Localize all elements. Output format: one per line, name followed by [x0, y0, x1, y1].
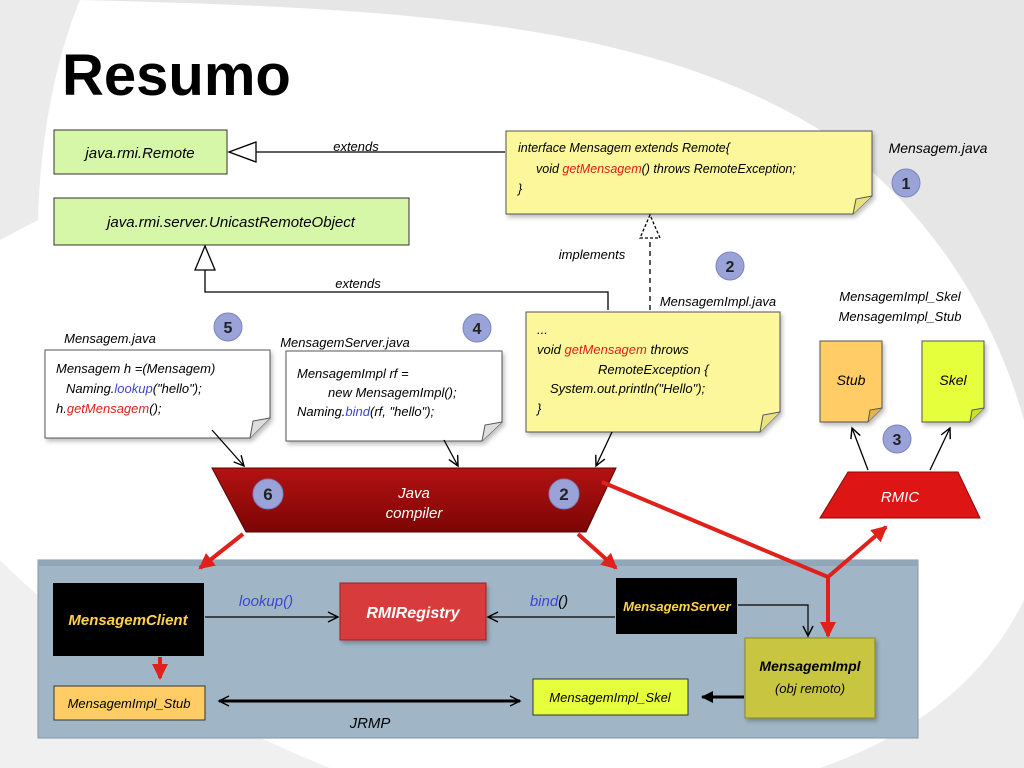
compiler-to-client-arrow [198, 532, 245, 570]
mensagem-impl-sublabel: (obj remoto) [775, 681, 845, 696]
class-remote-label: java.rmi.Remote [83, 145, 194, 162]
mensagem-client-label: MensagemClient [68, 612, 188, 629]
class-remote: java.rmi.Remote [53, 129, 228, 175]
client-note-line-1: Mensagem h =(Mensagem) [56, 361, 215, 376]
inheritance-triangle-remote [227, 141, 257, 163]
server-note [285, 350, 503, 442]
bind-label: bind() [530, 593, 568, 610]
impl-to-rmic-arrow [826, 525, 888, 579]
inheritance-triangle-unicast [194, 244, 216, 271]
impl-note-line-5: } [535, 401, 542, 416]
extends-label-mid: extends [335, 276, 381, 291]
server-note-line-1: MensagemImpl rf = [297, 366, 409, 381]
step-2-badge: 2 [715, 251, 745, 281]
mensagem-server: MensagemServer [616, 578, 737, 634]
client-note [44, 349, 271, 439]
java-compiler: Java compiler [211, 467, 617, 533]
mensagem-impl: MensagemImpl (obj remoto) [744, 637, 876, 719]
compiler-to-impl-arrow [601, 480, 829, 579]
svg-text:5: 5 [224, 320, 233, 337]
svg-text:1: 1 [902, 176, 911, 193]
mensagem-impl-skel: MensagemImpl_Skel [532, 678, 689, 716]
rmi-registry-label: RMIRegistry [366, 605, 460, 622]
rmic-tool: RMIC [819, 471, 981, 519]
interface-line-2: void getMensagem() throws RemoteExceptio… [536, 162, 796, 176]
lookup-label: lookup() [239, 593, 293, 610]
step-1-badge: 1 [891, 168, 921, 198]
client-note-line-3: h.getMensagem(); [56, 401, 162, 416]
mensagem-client: MensagemClient [53, 583, 204, 656]
server-note-line-3: Naming.bind(rf, "hello"); [297, 404, 435, 419]
implements-triangle [639, 213, 661, 239]
stub-document [819, 340, 883, 423]
mensagem-java-client-label: Mensagem.java [64, 331, 156, 346]
interface-note [505, 130, 873, 215]
skel-file-label: MensagemImpl_Skel [839, 289, 961, 304]
rmic-to-stub-arrow [850, 426, 869, 471]
rmi-registry: RMIRegistry [339, 582, 487, 641]
client-note-to-compiler-arrow [211, 429, 246, 468]
step-5-badge: 5 [213, 312, 243, 342]
client-note-line-2: Naming.lookup("hello"); [66, 381, 202, 396]
mensagem-java-label: Mensagem.java [889, 140, 988, 156]
rmic-label: RMIC [881, 489, 919, 506]
compiler-label-2: compiler [386, 505, 444, 522]
impl-note-to-compiler-arrow [595, 431, 613, 468]
skel-document [921, 340, 985, 423]
compiler-label-1: Java [397, 485, 430, 502]
svg-text:3: 3 [893, 432, 902, 449]
compiler-to-server-arrow [576, 532, 618, 570]
step-6-badge: 6 [252, 478, 284, 510]
impl-note [525, 311, 781, 433]
server-note-line-2: new MensagemImpl(); [328, 385, 457, 400]
stub-file-label: MensagemImpl_Stub [839, 309, 962, 324]
mensagem-impl-stub: MensagemImpl_Stub [53, 685, 206, 721]
runtime-panel-top-edge [38, 560, 918, 566]
slide-title: Resumo [62, 43, 291, 108]
extends-line-mid [204, 270, 609, 310]
rmic-to-skel-arrow [929, 426, 951, 471]
svg-text:2: 2 [559, 485, 568, 504]
class-unicast-label: java.rmi.server.UnicastRemoteObject [105, 214, 356, 231]
server-to-impl-arrow [738, 604, 814, 638]
mensagem-impl-java-label: MensagemImpl.java [660, 294, 776, 309]
step-4-badge: 4 [462, 313, 492, 343]
svg-text:6: 6 [263, 485, 272, 504]
impl-note-line-2: void getMensagem throws [537, 342, 689, 357]
mensagem-impl-skel-label: MensagemImpl_Skel [549, 690, 671, 705]
interface-line-3: } [517, 182, 522, 196]
step-2-compiler-badge: 2 [548, 478, 580, 510]
mensagem-impl-stub-label: MensagemImpl_Stub [68, 696, 191, 711]
stub-document-label: Stub [837, 372, 866, 388]
server-note-to-compiler-arrow [443, 439, 459, 468]
interface-line-1: interface Mensagem extends Remote{ [518, 141, 732, 155]
impl-note-line-3: RemoteException { [598, 362, 710, 377]
svg-text:4: 4 [473, 321, 482, 338]
skel-document-label: Skel [939, 372, 967, 388]
extends-label-top: extends [333, 139, 379, 154]
implements-label: implements [559, 247, 626, 262]
svg-text:2: 2 [726, 259, 735, 276]
mensagem-server-java-label: MensagemServer.java [280, 335, 410, 350]
mensagem-server-label: MensagemServer [623, 599, 732, 614]
impl-note-line-1: ... [537, 322, 548, 337]
mensagem-impl-label: MensagemImpl [759, 658, 861, 674]
class-unicast-remote-object: java.rmi.server.UnicastRemoteObject [53, 197, 410, 246]
jrmp-label: JRMP [349, 715, 391, 732]
step-3-badge: 3 [882, 424, 912, 454]
impl-note-line-4: System.out.println("Hello"); [550, 381, 706, 396]
